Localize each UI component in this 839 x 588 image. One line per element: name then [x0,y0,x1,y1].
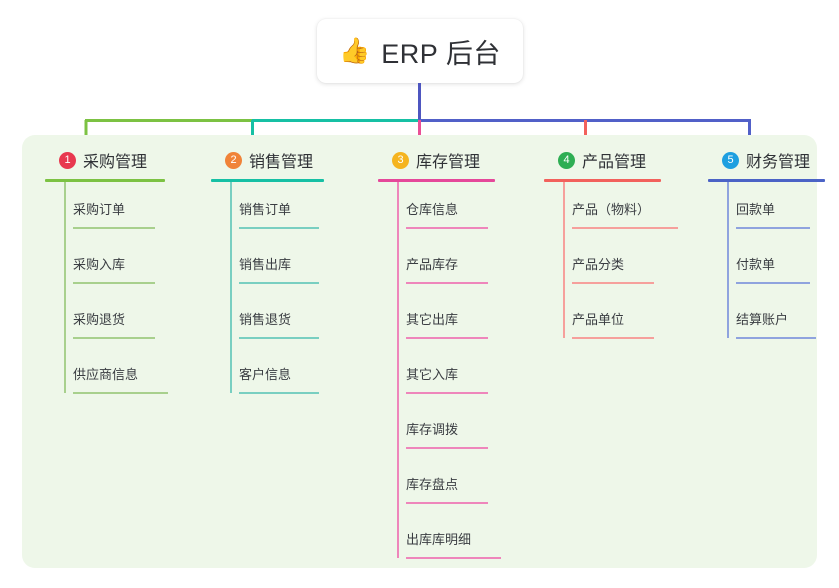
page-title: ERP 后台 [381,38,501,69]
menu-item-label: 采购入库 [73,254,155,284]
menu-item-label: 回款单 [736,199,810,229]
menu-item[interactable]: 其它入库 [373,347,495,402]
menu-item[interactable]: 产品分类 [539,237,661,292]
menu-item[interactable]: 产品单位 [539,292,661,347]
column-badge-5: 5 [722,151,739,169]
menu-item-label: 销售订单 [239,199,319,229]
root-node-card[interactable]: 👍 ERP 后台 [317,19,523,83]
column-badge-4: 4 [558,151,575,169]
root-node-content: 👍 ERP 后台 [339,32,501,71]
column-title-3: 库存管理 [416,154,481,171]
column-container: 1 采购管理采购订单采购入库采购退货供应商信息 2 销售管理销售订单销售出库销售退货客… [22,135,825,568]
menu-item[interactable]: 产品（物料） [539,182,678,237]
menu-item[interactable]: 销售出库 [206,237,324,292]
menu-item-label: 客户信息 [239,364,319,394]
column-body-2: 销售订单销售出库销售退货客户信息 [206,182,324,402]
column-header-3[interactable]: 3 库存管理 [373,147,495,173]
menu-item[interactable]: 仓库信息 [373,182,495,237]
column-rule-2 [211,179,324,182]
menu-item[interactable]: 其它出库 [373,292,495,347]
column-title-5: 财务管理 [746,154,811,171]
menu-item[interactable]: 付款单 [703,237,825,292]
menu-item[interactable]: 销售退货 [206,292,324,347]
menu-item[interactable]: 采购入库 [40,237,165,292]
column-header-2[interactable]: 2 销售管理 [206,147,324,173]
menu-item-label: 结算账户 [736,309,816,339]
column-body-1: 采购订单采购入库采购退货供应商信息 [40,182,168,402]
menu-item[interactable]: 产品库存 [373,237,495,292]
column-header-1[interactable]: 1 采购管理 [40,147,165,173]
menu-item-label: 出库库明细 [406,529,501,559]
column-title-4: 产品管理 [582,154,647,171]
column-rule-4 [544,179,661,182]
menu-item[interactable]: 销售订单 [206,182,324,237]
thumbs-up-icon: 👍 [339,36,371,65]
column-spine-4 [563,182,565,338]
menu-item-label: 付款单 [736,254,810,284]
menu-item[interactable]: 采购订单 [40,182,165,237]
column-badge-3: 3 [392,151,409,169]
menu-item[interactable]: 供应商信息 [40,347,168,402]
column-header-5[interactable]: 5 财务管理 [703,147,825,173]
column-spine-5 [727,182,729,338]
column-title-2: 销售管理 [249,154,314,171]
menu-item-label: 库存调拨 [406,419,488,449]
column-5: 5 财务管理回款单付款单结算账户 [703,147,825,347]
column-body-3: 仓库信息产品库存其它出库其它入库库存调拨库存盘点出库库明细 [373,182,501,567]
menu-item-label: 销售出库 [239,254,319,284]
column-2: 2 销售管理销售订单销售出库销售退货客户信息 [206,147,324,402]
column-spine-2 [230,182,232,393]
column-header-4[interactable]: 4 产品管理 [539,147,661,173]
diagram-panel: 1 采购管理采购订单采购入库采购退货供应商信息 2 销售管理销售订单销售出库销售退货客… [22,135,825,568]
column-rule-3 [378,179,495,182]
menu-item[interactable]: 结算账户 [703,292,825,347]
column-badge-1: 1 [59,151,76,169]
menu-item-label: 产品分类 [572,254,654,284]
column-3: 3 库存管理仓库信息产品库存其它出库其它入库库存调拨库存盘点出库库明细 [373,147,501,567]
menu-item[interactable]: 库存盘点 [373,457,495,512]
menu-item-label: 产品（物料） [572,199,678,229]
column-rule-1 [45,179,165,182]
menu-item-label: 仓库信息 [406,199,488,229]
menu-item-label: 产品单位 [572,309,654,339]
column-body-4: 产品（物料） 产品分类产品单位 [539,182,678,347]
menu-item[interactable]: 出库库明细 [373,512,501,567]
menu-item-label: 其它入库 [406,364,488,394]
column-rule-5 [708,179,825,182]
menu-item-label: 其它出库 [406,309,488,339]
menu-item[interactable]: 库存调拨 [373,402,495,457]
menu-item-label: 库存盘点 [406,474,488,504]
column-4: 4 产品管理产品（物料） 产品分类产品单位 [539,147,678,347]
menu-item[interactable]: 采购退货 [40,292,165,347]
column-body-5: 回款单付款单结算账户 [703,182,825,347]
menu-item-label: 采购退货 [73,309,155,339]
column-1: 1 采购管理采购订单采购入库采购退货供应商信息 [40,147,168,402]
column-spine-3 [397,182,399,558]
menu-item-label: 采购订单 [73,199,155,229]
menu-item-label: 供应商信息 [73,364,168,394]
menu-item[interactable]: 回款单 [703,182,825,237]
column-spine-1 [64,182,66,393]
menu-item-label: 产品库存 [406,254,488,284]
column-title-1: 采购管理 [83,154,148,171]
menu-item[interactable]: 客户信息 [206,347,324,402]
column-badge-2: 2 [225,151,242,169]
menu-item-label: 销售退货 [239,309,319,339]
